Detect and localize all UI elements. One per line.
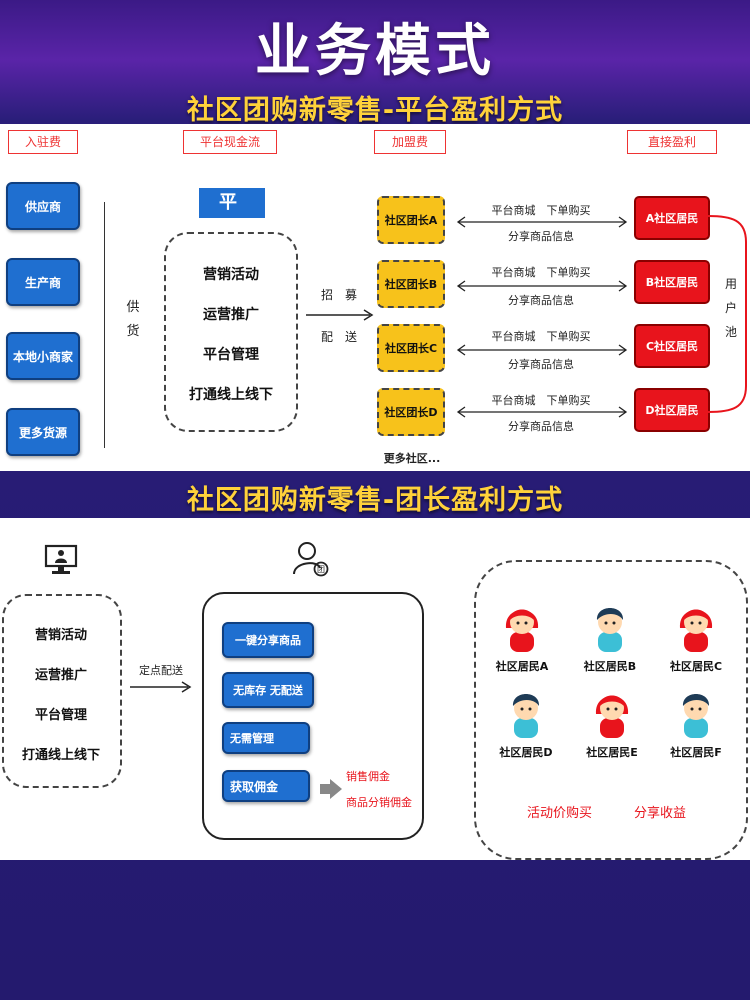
female-avatar-icon bbox=[505, 609, 539, 652]
page-title: 业务模式 bbox=[255, 19, 495, 84]
resident-label: 社区居民B bbox=[583, 660, 637, 673]
link-bottom-text: 分享商品信息 bbox=[508, 230, 574, 243]
gray-arrow-icon bbox=[320, 779, 342, 799]
user-pool-label: 用 户 池 bbox=[724, 277, 737, 339]
local-merchant-box: 本地小商家 bbox=[6, 332, 80, 380]
tag-entry-fee: 入驻费 bbox=[8, 130, 78, 154]
leader-box bbox=[202, 592, 424, 840]
supply-divider bbox=[104, 202, 105, 448]
double-arrow bbox=[456, 280, 628, 292]
no-inventory-item: 无库存 无配送 bbox=[222, 672, 314, 708]
user-pool-bracket bbox=[707, 215, 747, 413]
platform-item: 运营推广 bbox=[203, 307, 259, 323]
section1-title: 社区团购新零售-平台盈利方式 bbox=[186, 95, 564, 126]
monitor-person-icon bbox=[44, 544, 78, 574]
resident-c-box: C社区居民 bbox=[634, 324, 710, 368]
commission-item: 获取佣金 bbox=[222, 770, 310, 802]
more-communities: 更多社区... bbox=[383, 452, 441, 465]
link-top-text: 平台商城 下单购买 bbox=[491, 394, 591, 407]
more-sources-box: 更多货源 bbox=[6, 408, 80, 456]
share-earnings-label: 分享收益 bbox=[634, 806, 687, 821]
producer-box: 生产商 bbox=[6, 258, 80, 306]
resident-d-box: D社区居民 bbox=[634, 388, 710, 432]
platform-item: 打通线上线下 bbox=[21, 748, 100, 763]
link-top-text: 平台商城 下单购买 bbox=[491, 204, 591, 217]
leader-a-box: 社区团长A bbox=[377, 196, 445, 244]
activity-price-label: 活动价购买 bbox=[527, 806, 593, 821]
leader-c-box: 社区团长C bbox=[377, 324, 445, 372]
platform-dashed-box bbox=[164, 232, 298, 432]
resident-label: 社区居民F bbox=[670, 746, 722, 759]
leader-d-box: 社区团长D bbox=[377, 388, 445, 436]
share-goods-item: 一键分享商品 bbox=[222, 622, 314, 658]
female-avatar-icon bbox=[679, 609, 713, 652]
resident-label: 社区居民D bbox=[499, 746, 553, 759]
male-avatar-icon bbox=[512, 694, 540, 738]
female-avatar-icon bbox=[595, 695, 629, 738]
distribution-commission: 商品分销佣金 bbox=[346, 796, 412, 809]
delivery-arrow bbox=[130, 681, 192, 693]
recruit-arrow bbox=[306, 309, 374, 321]
double-arrow bbox=[456, 216, 628, 228]
svg-text:团: 团 bbox=[317, 565, 325, 574]
delivery-label: 配 送 bbox=[320, 330, 357, 344]
link-bottom-text: 分享商品信息 bbox=[508, 358, 574, 371]
platform-item: 打通线上线下 bbox=[189, 387, 273, 403]
fixed-delivery-label: 定点配送 bbox=[139, 664, 183, 677]
supplier-box: 供应商 bbox=[6, 182, 80, 230]
leader-b-box: 社区团长B bbox=[377, 260, 445, 308]
link-bottom-text: 分享商品信息 bbox=[508, 294, 574, 307]
platform-item: 营销活动 bbox=[203, 267, 259, 283]
supply-label: 供 货 bbox=[126, 300, 140, 339]
platform-dashed-box-2 bbox=[2, 594, 122, 788]
resident-label: 社区居民C bbox=[669, 660, 723, 673]
section2-panel: 营销活动 运营推广 平台管理 打通线上线下 定点配送 团 一键分享商品 无库存 … bbox=[0, 518, 750, 860]
tag-franchise-fee: 加盟费 bbox=[374, 130, 446, 154]
resident-label: 社区居民A bbox=[495, 660, 549, 673]
resident-b-box: B社区居民 bbox=[634, 260, 710, 304]
link-top-text: 平台商城 下单购买 bbox=[491, 330, 591, 343]
platform-item: 平台管理 bbox=[203, 347, 259, 363]
double-arrow bbox=[456, 406, 628, 418]
male-avatar-icon bbox=[596, 608, 624, 652]
tag-platform-cashflow: 平台现金流 bbox=[183, 130, 277, 154]
platform-item: 平台管理 bbox=[34, 708, 87, 723]
platform-item: 运营推广 bbox=[34, 668, 87, 683]
sales-commission: 销售佣金 bbox=[346, 770, 390, 783]
link-top-text: 平台商城 下单购买 bbox=[491, 266, 591, 279]
tag-direct-profit: 直接盈利 bbox=[627, 130, 717, 154]
platform-item: 营销活动 bbox=[34, 628, 87, 643]
leader-person-icon: 团 bbox=[293, 542, 329, 577]
double-arrow bbox=[456, 344, 628, 356]
link-bottom-text: 分享商品信息 bbox=[508, 420, 574, 433]
recruit-label: 招 募 bbox=[320, 288, 357, 302]
resident-label: 社区居民E bbox=[586, 746, 638, 759]
resident-a-box: A社区居民 bbox=[634, 196, 710, 240]
no-management-item: 无需管理 bbox=[222, 722, 310, 754]
section1-panel: 入驻费 平台现金流 加盟费 直接盈利 供应商 生产商 本地小商家 更多货源 供 … bbox=[0, 124, 750, 471]
male-avatar-icon bbox=[682, 694, 710, 738]
residents-dashed-box bbox=[474, 560, 748, 860]
platform-title: 平 台 bbox=[199, 188, 265, 243]
section2-title: 社区团购新零售-团长盈利方式 bbox=[186, 485, 564, 516]
